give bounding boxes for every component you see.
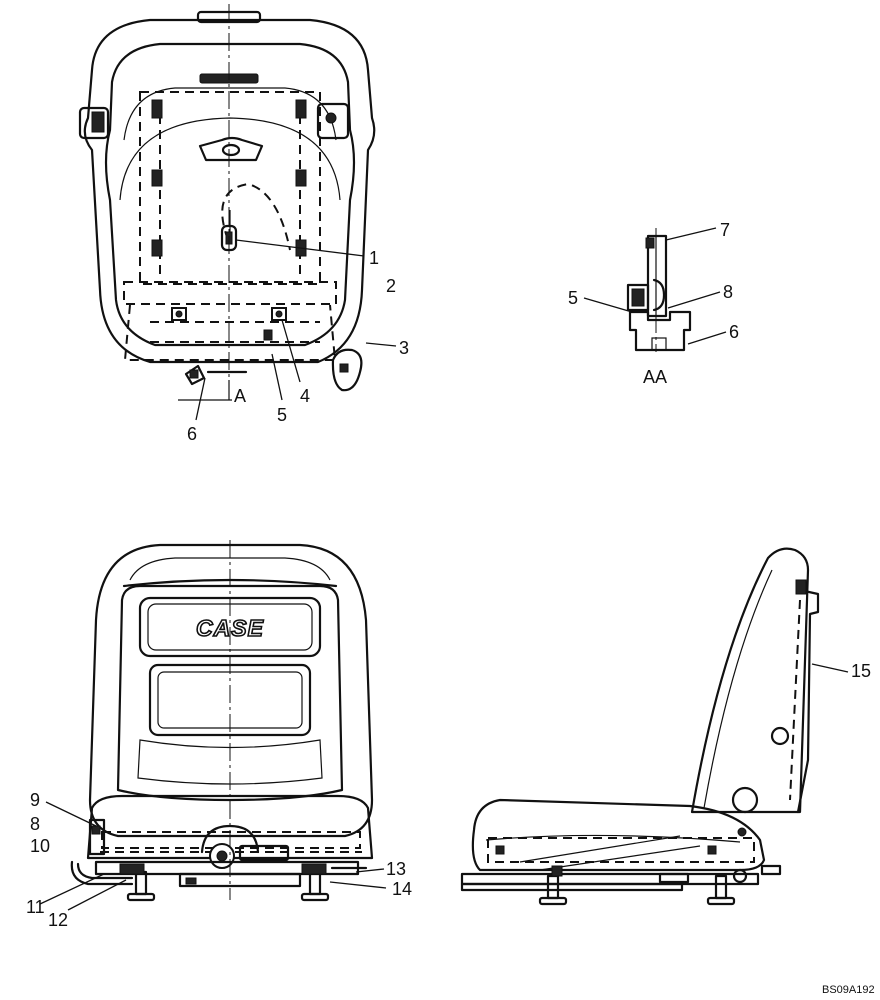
callout-11: 11 <box>26 897 45 917</box>
side-view-callouts: 15 <box>851 661 871 681</box>
callout-13: 13 <box>386 859 406 879</box>
callout-4: 4 <box>300 386 310 406</box>
callout-14: 14 <box>392 879 412 899</box>
callout-5: 5 <box>277 405 287 425</box>
callout-10: 10 <box>30 836 50 856</box>
section-marker-a: A <box>234 386 246 406</box>
callout-3: 3 <box>399 338 409 358</box>
top-view-leaders <box>195 239 397 421</box>
detail-callout-6: 6 <box>729 322 739 342</box>
callout-6: 6 <box>187 424 197 444</box>
detail-aa <box>583 227 727 352</box>
front-view-leaders <box>39 801 387 911</box>
side-view-leaders <box>811 663 849 673</box>
top-view-callouts: 1 2 3 4 5 6 A <box>187 248 409 444</box>
detail-callout-5: 5 <box>568 288 578 308</box>
front-view-seat: CASE <box>70 540 374 902</box>
drawing-code: BS09A192 <box>822 984 875 996</box>
callout-1: 1 <box>369 248 379 268</box>
detail-callout-8: 8 <box>723 282 733 302</box>
callout-15: 15 <box>851 661 871 681</box>
detail-callout-7: 7 <box>720 220 730 240</box>
detail-caption: AA <box>643 367 667 387</box>
detail-aa-callouts: 7 8 5 6 AA <box>568 220 739 387</box>
callout-12: 12 <box>48 910 68 930</box>
front-view-callouts: 9 8 10 11 12 13 14 <box>26 790 412 930</box>
callout-9: 9 <box>30 790 40 810</box>
side-view-seat <box>460 547 820 906</box>
callout-8: 8 <box>30 814 40 834</box>
top-view-seat <box>78 4 376 401</box>
callout-2: 2 <box>386 276 396 296</box>
